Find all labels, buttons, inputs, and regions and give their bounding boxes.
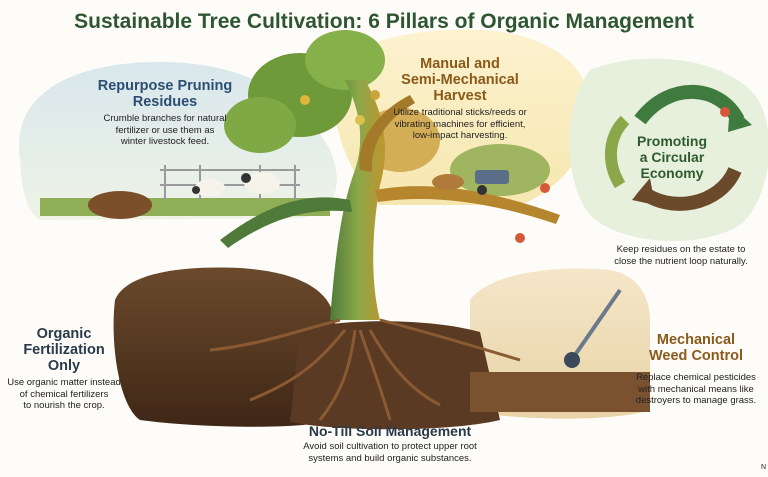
corner-mark: N (760, 464, 766, 471)
pruning-heading-line2: Residues (132, 94, 198, 110)
harvest-desc-line2: vibrating machines for efficient, (394, 118, 526, 130)
fertilization-desc-line3: to nourish the crop. (23, 400, 105, 411)
circular-heading-line2: a Circular (639, 149, 705, 165)
notill-block: No-Till Soil Management Avoid soil culti… (270, 423, 510, 464)
circular-heading-line3: Economy (640, 165, 704, 181)
fertilization-heading: Organic Fertilization Only (0, 326, 128, 374)
fertilization-desc-line2: of chemical fertilizers (19, 388, 109, 400)
tree-roots (209, 318, 521, 421)
harvest-description: Utilize traditional sticks/reeds or vibr… (375, 107, 545, 142)
harvest-heading-line3: Harvest (433, 88, 487, 104)
weed-ground (470, 372, 650, 412)
fertilization-block: Organic Fertilization Only Use organic m… (0, 326, 128, 412)
notill-heading: No-Till Soil Management (308, 423, 472, 439)
weed-block: Mechanical Weed Control Replace chemical… (628, 332, 764, 407)
fertilization-description: Use organic matter instead of chemical f… (0, 377, 128, 412)
fertilization-desc-line1: Use organic matter instead (7, 377, 121, 388)
harvest-cart-icon (432, 170, 509, 195)
sheep-icon (192, 172, 280, 197)
weed-heading: Mechanical Weed Control (628, 332, 764, 364)
notill-desc-line1: Avoid soil cultivation to protect upper … (303, 441, 477, 452)
circular-arrows-icon (604, 84, 752, 211)
mulch-pile (88, 191, 152, 219)
weed-heading-line2: Weed Control (649, 348, 743, 364)
pruning-desc-line1: Crumble branches for natural (103, 113, 227, 124)
pruning-description: Crumble branches for natural fertilizer … (80, 113, 250, 148)
tree-trunk (220, 80, 560, 320)
circular-heading-line1: Promoting (637, 133, 707, 149)
circular-heading: Promoting a Circular Economy (622, 133, 722, 181)
pruning-desc-line3: winter livestock feed. (120, 136, 210, 147)
pruning-block: Repurpose Pruning Residues Crumble branc… (80, 78, 250, 148)
weed-heading-line1: Mechanical (656, 332, 736, 348)
circular-desc-line2: close the nutrient loop naturally. (614, 255, 748, 267)
pruning-desc-line2: fertilizer or use them as (115, 124, 215, 136)
fertilization-heading-line1: Organic (36, 326, 92, 342)
weed-description: Replace chemical pesticides with mechani… (628, 372, 764, 407)
weed-trimmer-icon (564, 288, 622, 368)
harvest-heading-line1: Manual and (420, 56, 500, 72)
harvest-desc-line1: Utilize traditional sticks/reeds or (393, 107, 527, 118)
weed-desc-line1: Replace chemical pesticides (636, 372, 756, 383)
notill-description: Avoid soil cultivation to protect upper … (270, 441, 510, 464)
weed-desc-line3: destroyers to manage grass. (635, 395, 757, 406)
harvest-block: Manual and Semi-Mechanical Harvest Utili… (375, 56, 545, 142)
page-title: Sustainable Tree Cultivation: 6 Pillars … (74, 10, 694, 33)
harvest-desc-line3: low-impact harvesting. (412, 130, 508, 141)
notill-panel-bg (290, 321, 500, 430)
harvest-heading: Manual and Semi-Mechanical Harvest (375, 56, 545, 104)
fruit-apples (300, 90, 730, 243)
pruning-heading-line1: Repurpose Pruning (97, 78, 233, 94)
weed-desc-line2: with mechanical means like (638, 383, 754, 395)
fertilization-heading-line2: Fertilization (23, 342, 105, 358)
pruning-heading: Repurpose Pruning Residues (80, 78, 250, 110)
fertilization-heading-line3: Only (47, 358, 81, 374)
notill-desc-line2: systems and build organic substances. (308, 452, 472, 464)
circular-description: Keep residues on the estate to close the… (596, 244, 766, 267)
circular-desc-line1: Keep residues on the estate to (616, 244, 746, 255)
harvest-heading-line2: Semi-Mechanical (401, 72, 519, 88)
